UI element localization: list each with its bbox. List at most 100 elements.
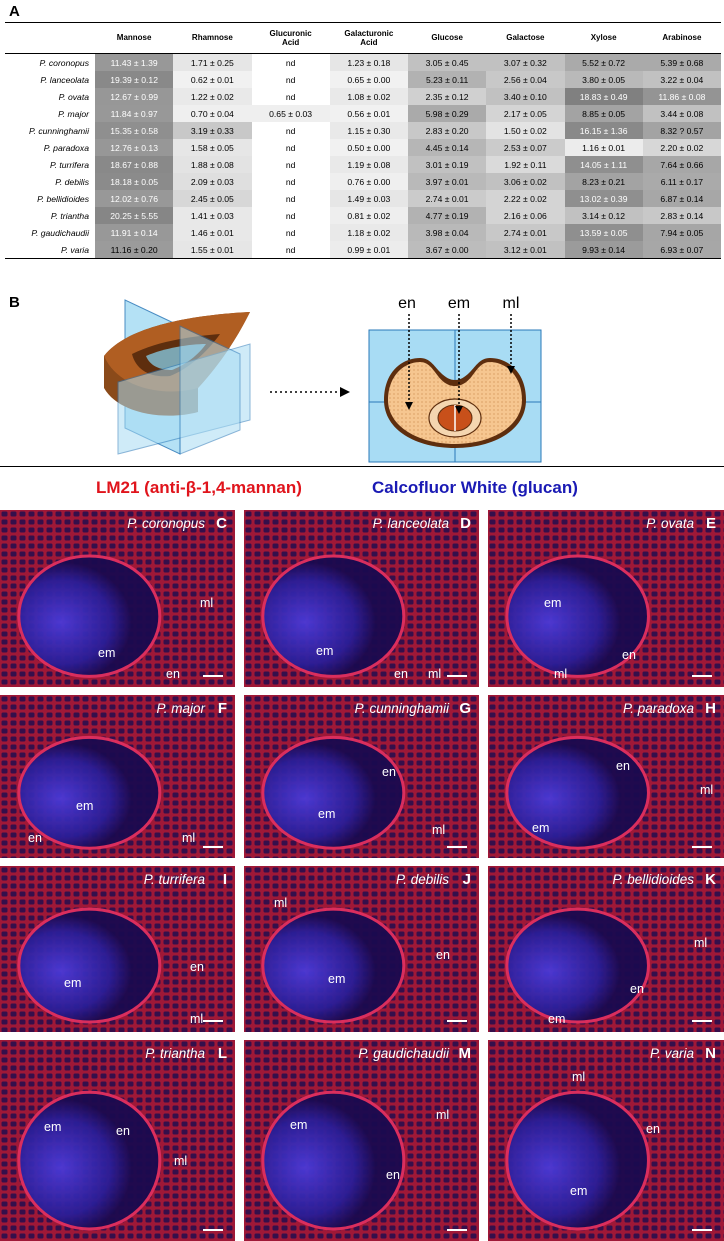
micrograph-letter: D [460, 515, 471, 532]
value-cell: 3.05 ± 0.45 [408, 53, 487, 71]
value-cell: 11.86 ± 0.08 [642, 88, 721, 105]
value-cell: 18.18 ± 0.05 [95, 173, 174, 190]
tissue-label-en: en [116, 1124, 130, 1138]
diagram-label-en: en [398, 295, 416, 312]
micrograph-letter: J [462, 871, 471, 888]
species-cell: P. triantha [50, 210, 89, 221]
tissue-label-ml: ml [182, 831, 196, 845]
value-cell: nd [251, 53, 330, 71]
value-cell: 3.67 ± 0.00 [408, 241, 487, 259]
table-header-cell [5, 22, 95, 54]
value-cell: 1.88 ± 0.08 [173, 156, 252, 173]
tissue-label-em: em [328, 972, 346, 986]
tissue-label-ml: ml [554, 667, 568, 681]
micrograph-image [488, 1040, 724, 1241]
value-cell: 6.87 ± 0.14 [642, 190, 721, 207]
value-cell: 2.53 ± 0.07 [486, 139, 565, 156]
value-cell: 1.08 ± 0.02 [329, 88, 408, 105]
value-cell: 1.41 ± 0.03 [173, 207, 252, 224]
value-cell: 1.18 ± 0.02 [329, 224, 408, 241]
value-cell: 13.02 ± 0.39 [564, 190, 643, 207]
value-cell: 4.77 ± 0.19 [408, 207, 487, 224]
micrograph-species: P. lanceolata [372, 516, 449, 531]
value-cell: 18.83 ± 0.49 [564, 88, 643, 105]
value-cell: 12.67 ± 0.99 [95, 88, 174, 105]
value-cell: 2.09 ± 0.03 [173, 173, 252, 190]
tissue-label-ml: ml [274, 896, 288, 910]
panel-letter-b: B [9, 294, 20, 311]
value-cell: 3.98 ± 0.04 [408, 224, 487, 241]
micrograph-image [488, 695, 724, 858]
tissue-label-ml: ml [572, 1070, 586, 1084]
micrograph-letter: H [705, 700, 716, 717]
micrograph-letter: L [217, 1045, 227, 1062]
micrograph-letter: E [705, 515, 716, 532]
species-cell: P. gaudichaudii [31, 227, 89, 238]
tissue-label-em: em [316, 644, 334, 658]
micrograph-image [244, 510, 479, 687]
species-cell: P. coronopus [39, 57, 89, 68]
species-cell: P. paradoxa [43, 142, 89, 153]
species-cell: P. turrifera [49, 159, 89, 170]
value-cell: 5.98 ± 0.29 [408, 105, 487, 122]
value-cell: 2.20 ± 0.02 [642, 139, 721, 156]
value-cell: 1.46 ± 0.01 [173, 224, 252, 241]
tissue-label-em: em [532, 821, 550, 835]
panel-letter-a: A [9, 3, 20, 20]
species-cell: P. bellidioides [37, 193, 89, 204]
tissue-label-en: en [382, 765, 396, 779]
value-cell: 1.16 ± 0.01 [564, 139, 643, 156]
tissue-label-em: em [64, 976, 82, 990]
value-cell: 4.45 ± 0.14 [408, 139, 487, 156]
table-header-cell: Mannose [95, 22, 174, 54]
value-cell: 16.15 ± 1.36 [564, 122, 643, 139]
seed-cross-section [368, 329, 542, 463]
value-cell: 0.56 ± 0.01 [329, 105, 408, 122]
value-cell: nd [251, 190, 330, 207]
value-cell: nd [251, 71, 330, 88]
scale-bar [692, 1020, 712, 1022]
tissue-label-ml: ml [436, 1108, 450, 1122]
scale-bar [692, 846, 712, 848]
micrograph-image [244, 1040, 479, 1241]
tissue-label-en: en [394, 667, 408, 681]
tissue-label-em: em [318, 807, 336, 821]
value-cell: 3.14 ± 0.12 [564, 207, 643, 224]
diagram-label-ml: ml [503, 295, 520, 312]
micrograph-species: P. bellidioides [612, 872, 694, 887]
value-cell: 1.55 ± 0.01 [173, 241, 252, 259]
tissue-label-ml: ml [700, 783, 714, 797]
tissue-label-en: en [622, 648, 636, 662]
value-cell: 14.05 ± 1.11 [564, 156, 643, 173]
value-cell: 11.16 ± 0.20 [95, 241, 174, 259]
value-cell: 2.74 ± 0.01 [486, 224, 565, 241]
value-cell: nd [251, 88, 330, 105]
table-header-cell: Rhamnose [173, 22, 252, 54]
value-cell: 11.84 ± 0.97 [95, 105, 174, 122]
value-cell: 5.39 ± 0.68 [642, 53, 721, 71]
micrograph-species: P. triantha [145, 1046, 205, 1061]
value-cell: 6.11 ± 0.17 [642, 173, 721, 190]
value-cell: 0.65 ± 0.03 [251, 105, 330, 122]
value-cell: 1.19 ± 0.08 [329, 156, 408, 173]
value-cell: 3.06 ± 0.02 [486, 173, 565, 190]
value-cell: 2.17 ± 0.05 [486, 105, 565, 122]
tissue-label-en: en [28, 831, 42, 845]
value-cell: 3.22 ± 0.04 [642, 71, 721, 88]
species-cell: P. lanceolata [40, 74, 89, 85]
value-cell: 11.91 ± 0.14 [95, 224, 174, 241]
